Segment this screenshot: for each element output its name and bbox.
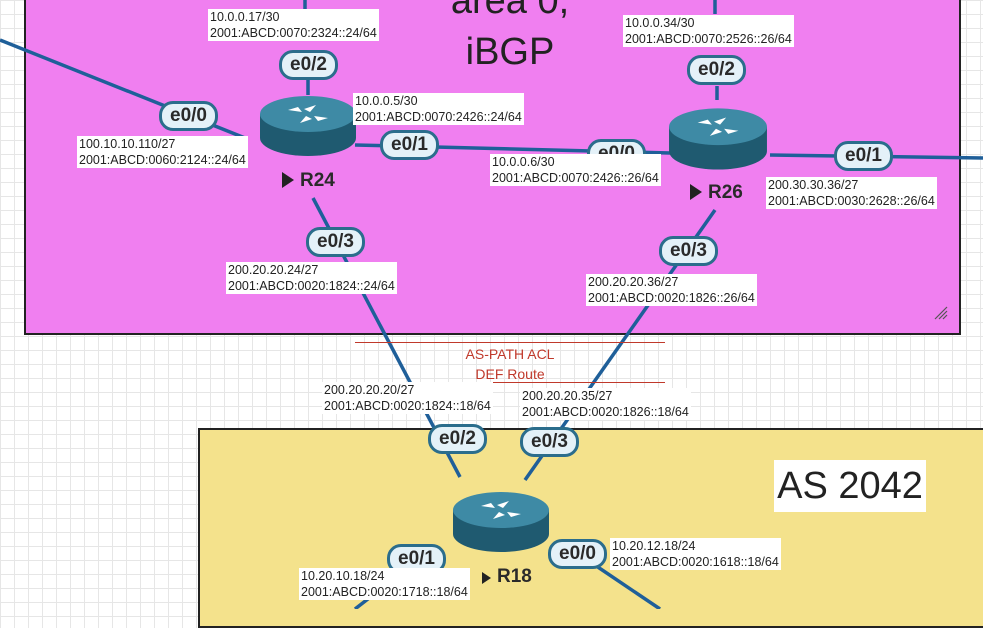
iface-r26-e0-2[interactable]: e0/2: [687, 55, 746, 85]
ipv6-address: 2001:ABCD:0020:1618::18/64: [612, 555, 779, 569]
ipv6-address: 2001:ABCD:0070:2426::24/64: [355, 110, 522, 124]
iface-r24-e0-2[interactable]: e0/2: [279, 50, 338, 80]
iface-r18-e0-2[interactable]: e0/2: [428, 424, 487, 454]
iface-r24-e0-0[interactable]: e0/0: [159, 101, 218, 131]
router-icon[interactable]: [258, 94, 358, 162]
ipv4-address: 10.0.0.17/30: [210, 10, 280, 24]
ipv4-address: 200.20.20.36/27: [588, 275, 679, 289]
iface-r26-e0-1[interactable]: e0/1: [834, 141, 893, 171]
ipv6-address: 2001:ABCD:0020:1824::24/64: [228, 279, 395, 293]
router-r24-name: R24: [300, 170, 335, 191]
ipv4-address: 10.0.0.34/30: [625, 16, 695, 30]
ipv6-address: 2001:ABCD:0070:2324::24/64: [210, 26, 377, 40]
addr-r24-e0-2: 10.0.0.17/30 2001:ABCD:0070:2324::24/64: [208, 9, 379, 41]
router-r18-label[interactable]: R18: [482, 566, 532, 588]
addr-r18-e0-1: 10.20.10.18/24 2001:ABCD:0020:1718::18/6…: [299, 568, 470, 600]
addr-r26-e0-0: 10.0.0.6/30 2001:ABCD:0070:2426::26/64: [490, 154, 661, 186]
as-2042-label: AS 2042: [774, 460, 926, 512]
annotation-line-top: [355, 342, 665, 343]
play-triangle-icon: [282, 172, 294, 188]
ipv6-address: 2001:ABCD:0020:1824::18/64: [324, 399, 491, 413]
ipv4-address: 200.20.20.24/27: [228, 263, 319, 277]
ipv4-address: 10.20.12.18/24: [612, 539, 696, 553]
addr-r26-e0-3: 200.20.20.36/27 2001:ABCD:0020:1826::26/…: [586, 274, 757, 306]
iface-r18-e0-3[interactable]: e0/3: [520, 427, 579, 457]
iface-r24-e0-1[interactable]: e0/1: [380, 130, 439, 160]
ipv4-address: 200.20.20.20/27: [324, 383, 415, 397]
play-triangle-icon: [690, 184, 702, 200]
addr-r26-e0-1: 200.30.30.36/27 2001:ABCD:0030:2628::26/…: [766, 177, 937, 209]
router-icon[interactable]: [451, 490, 551, 558]
addr-r26-e0-2: 10.0.0.34/30 2001:ABCD:0070:2526::26/64: [623, 15, 794, 47]
iface-r18-e0-0[interactable]: e0/0: [548, 539, 607, 569]
router-r24-label[interactable]: R24: [282, 170, 335, 192]
ipv4-address: 10.0.0.6/30: [492, 155, 555, 169]
ipv4-address: 200.30.30.36/27: [768, 178, 859, 192]
ipv4-address: 100.10.10.110/27: [79, 137, 176, 151]
iface-r26-e0-3[interactable]: e0/3: [659, 236, 718, 266]
ipv6-address: 2001:ABCD:0020:1826::18/64: [522, 405, 689, 419]
addr-r18-e0-2: 200.20.20.20/27 2001:ABCD:0020:1824::18/…: [322, 382, 493, 414]
ipv4-address: 200.20.20.35/27: [522, 389, 613, 403]
area-title-line-2: iBGP: [465, 31, 555, 73]
ipv6-address: 2001:ABCD:0060:2124::24/64: [79, 153, 246, 167]
router-r26-label[interactable]: R26: [690, 182, 743, 204]
ipv6-address: 2001:ABCD:0020:1718::18/64: [301, 585, 468, 599]
addr-r24-e0-3: 200.20.20.24/27 2001:ABCD:0020:1824::24/…: [226, 262, 397, 294]
ipv4-address: 10.0.0.5/30: [355, 94, 418, 108]
def-route-note: DEF Route: [475, 366, 545, 382]
router-r26-name: R26: [708, 182, 743, 203]
ipv6-address: 2001:ABCD:0070:2526::26/64: [625, 32, 792, 46]
resize-handle-icon[interactable]: [934, 306, 948, 320]
area-title-line-1: area 0,: [450, 0, 570, 22]
addr-r24-e0-1: 10.0.0.5/30 2001:ABCD:0070:2426::24/64: [353, 93, 524, 125]
router-icon[interactable]: [667, 106, 769, 176]
ipv6-address: 2001:ABCD:0070:2426::26/64: [492, 171, 659, 185]
iface-r24-e0-3[interactable]: e0/3: [306, 227, 365, 257]
as-path-acl-note: AS-PATH ACL: [465, 346, 555, 362]
play-triangle-icon: [482, 572, 491, 584]
addr-r18-e0-3: 200.20.20.35/27 2001:ABCD:0020:1826::18/…: [520, 388, 691, 420]
ipv4-address: 10.20.10.18/24: [301, 569, 385, 583]
annotation-line-bottom: [355, 382, 665, 383]
router-r18-name: R18: [497, 566, 532, 587]
addr-r18-e0-0: 10.20.12.18/24 2001:ABCD:0020:1618::18/6…: [610, 538, 781, 570]
ipv6-address: 2001:ABCD:0020:1826::26/64: [588, 291, 755, 305]
addr-r24-e0-0: 100.10.10.110/27 2001:ABCD:0060:2124::24…: [77, 136, 248, 168]
ipv6-address: 2001:ABCD:0030:2628::26/64: [768, 194, 935, 208]
